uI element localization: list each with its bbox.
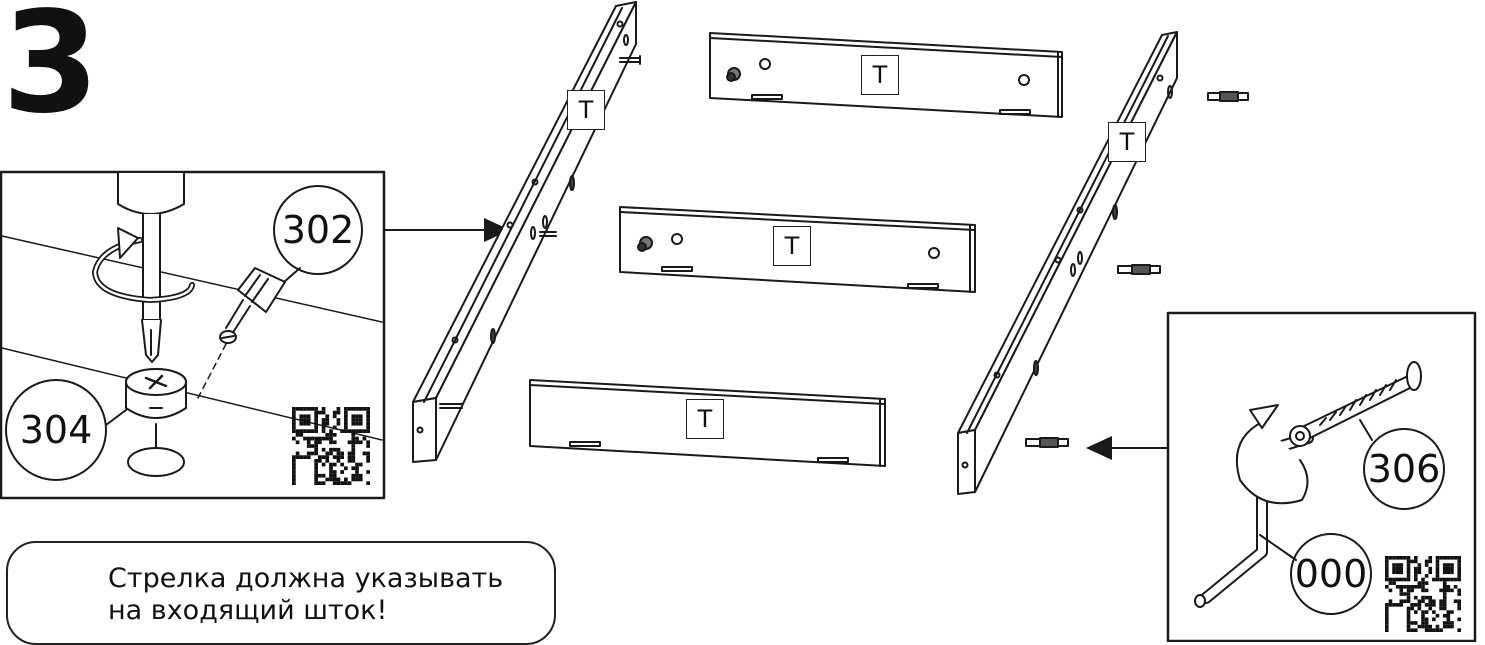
loose-bolt-bottom bbox=[1025, 437, 1069, 448]
callout-302: 302 bbox=[281, 208, 355, 252]
note-line-2: на входящий шток! bbox=[108, 595, 388, 626]
callout-304: 304 bbox=[19, 408, 93, 452]
label-bottom-rail: T bbox=[686, 399, 724, 439]
step-number: 3 bbox=[2, 0, 99, 145]
label-left-post: T bbox=[567, 90, 605, 130]
label-right-post: T bbox=[1108, 122, 1146, 162]
note-line-1: Стрелка должна указывать bbox=[108, 563, 504, 594]
left-detail-panel bbox=[0, 170, 386, 500]
callout-306: 306 bbox=[1367, 447, 1441, 491]
loose-bolt-top bbox=[1207, 91, 1249, 102]
label-middle-rail: T bbox=[773, 226, 811, 266]
cam-screw-icon bbox=[1289, 361, 1422, 447]
qr-code-icon bbox=[292, 407, 370, 485]
screwdriver-icon bbox=[117, 172, 185, 363]
loose-bolt-middle bbox=[1117, 264, 1161, 275]
qr-code-icon bbox=[1385, 556, 1461, 632]
cam-lock-icon bbox=[125, 368, 187, 477]
callout-000: 000 bbox=[1294, 552, 1368, 596]
note-box: Стрелка должна указывать на входящий што… bbox=[6, 541, 556, 645]
right-detail-panel bbox=[1166, 311, 1477, 642]
label-top-rail: T bbox=[861, 55, 899, 95]
rotation-arrow-icon bbox=[92, 227, 195, 303]
note-text: Стрелка должна указывать на входящий што… bbox=[108, 563, 503, 627]
